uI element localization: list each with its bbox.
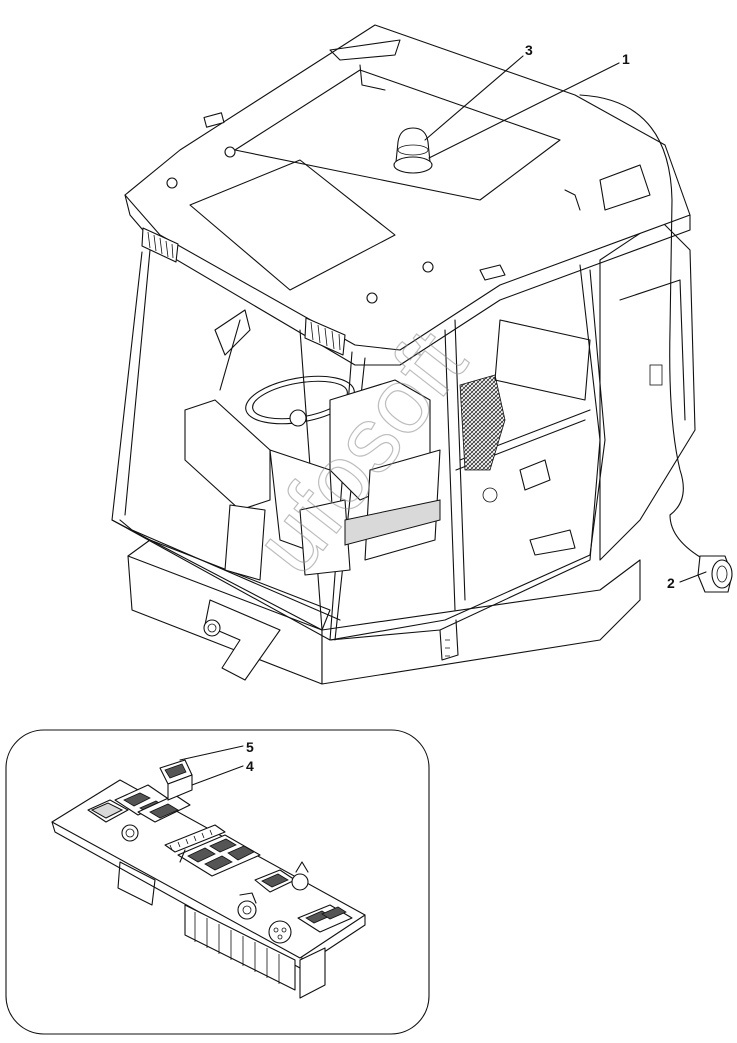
leader-line-5 [179,745,244,761]
beacon-lamp [393,127,433,174]
roof-work-light-right [304,317,346,356]
front-horn [203,599,281,681]
cab-assembly [111,24,733,685]
cab-interior [184,309,591,581]
cab-rear-body [599,219,696,561]
socket-connector [697,555,733,593]
cab-base-front [321,559,641,685]
leader-line-2 [679,571,707,583]
callout-4: 4 [246,758,254,774]
inset-frame [5,729,430,1035]
connector-cable [579,94,706,561]
leader-line-3 [424,55,524,141]
leader-line-1 [428,62,620,159]
callout-5: 5 [246,739,254,755]
dashboard-panel [51,779,366,999]
leader-line-4 [191,765,244,786]
callout-3: 3 [525,42,533,58]
roof-work-light-left [141,227,179,263]
rocker-switch [159,759,193,801]
callout-2: 2 [667,575,675,591]
callout-1: 1 [622,51,630,67]
